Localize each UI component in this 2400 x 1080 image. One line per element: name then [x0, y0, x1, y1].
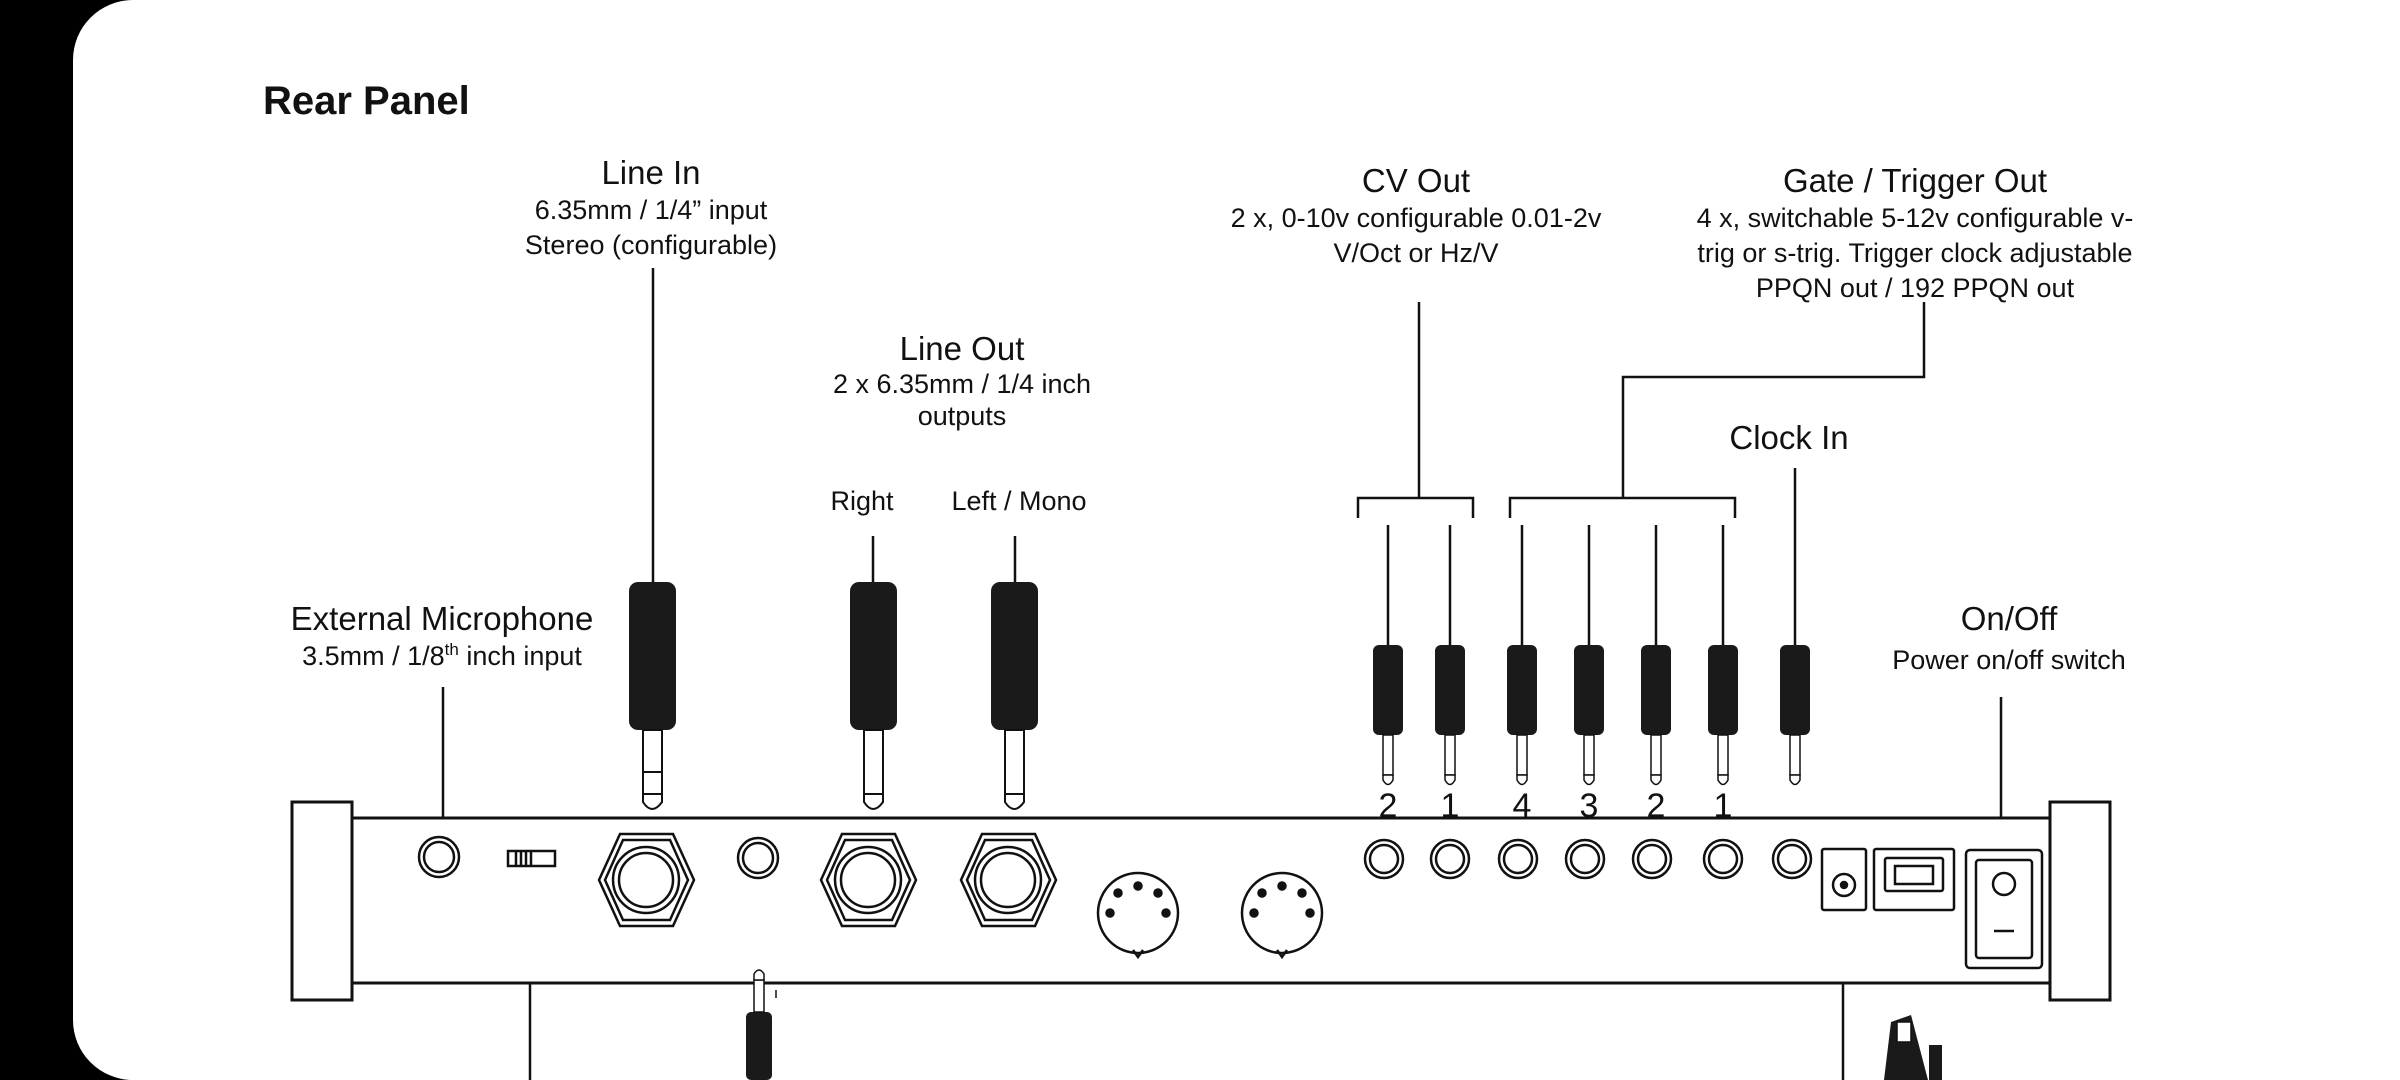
cv-jack-1	[1429, 838, 1471, 880]
mini-plugs	[1373, 645, 1810, 786]
line-out-desc-2: outputs	[918, 401, 1007, 431]
gate-number-c: 2	[1647, 787, 1666, 825]
gate-out-desc-2: trig or s-trig. Trigger clock adjustable	[1697, 238, 2132, 268]
gate-number-d: 1	[1714, 787, 1733, 825]
line-out-title: Line Out	[900, 330, 1025, 367]
ext-mic-jack	[417, 835, 461, 879]
cv-out-desc-2: V/Oct or Hz/V	[1333, 238, 1498, 268]
gate-jack-2	[1631, 838, 1673, 880]
label-external-microphone: External Microphone 3.5mm / 1/8th inch i…	[291, 600, 594, 671]
leader-lines	[441, 268, 2003, 1080]
line-out-right-plug	[850, 582, 897, 810]
stereo-mono-switch	[506, 849, 557, 868]
diagram-title: Rear Panel	[263, 79, 470, 123]
line-out-left-plug	[991, 582, 1038, 810]
line-in-title: Line In	[601, 154, 700, 191]
cv-number-b: 1	[1441, 787, 1460, 825]
gate-jack-4	[1497, 838, 1539, 880]
label-on-off: On/Off Power on/off switch	[1892, 600, 2126, 675]
gate-number-b: 3	[1580, 787, 1599, 825]
midi-port-2	[1240, 871, 1324, 960]
bottom-fragments	[746, 969, 1942, 1080]
gate-plug-3	[1574, 645, 1604, 786]
line-out-right-jack	[819, 832, 918, 928]
cv-out-bracket	[1356, 496, 1475, 518]
line-out-left-label: Left / Mono	[951, 486, 1086, 516]
gate-plug-2	[1641, 645, 1671, 786]
line-in-jack	[597, 832, 696, 928]
usb-port	[1872, 847, 1956, 912]
label-line-out: Line Out 2 x 6.35mm / 1/4 inch outputs R…	[830, 330, 1091, 516]
midi-port-1	[1096, 871, 1180, 960]
chassis-body	[350, 816, 2052, 985]
cv-plug-2	[1373, 645, 1403, 786]
cv-out-title: CV Out	[1362, 162, 1470, 199]
ext-mic-desc: 3.5mm / 1/8th inch input	[302, 640, 582, 671]
power-rocker-switch	[1964, 848, 2044, 970]
cv-plug-1	[1435, 645, 1465, 786]
cv-jack-2	[1363, 838, 1405, 880]
cv-out-desc-1: 2 x, 0-10v configurable 0.01-2v	[1231, 203, 1602, 233]
right-rack-ear	[2048, 800, 2112, 1002]
gate-out-desc-1: 4 x, switchable 5-12v configurable v-	[1697, 203, 2134, 233]
clock-in-plug	[1780, 645, 1810, 786]
on-off-title: On/Off	[1961, 600, 2058, 637]
aux-jack	[736, 836, 780, 880]
dc-power-jack	[1820, 847, 1868, 912]
gate-out-leader	[1621, 302, 1926, 498]
left-rack-ear	[290, 800, 354, 1002]
line-in-plug	[629, 582, 676, 810]
cv-number-a: 2	[1379, 787, 1398, 825]
gate-out-bracket	[1508, 496, 1737, 518]
line-out-desc-1: 2 x 6.35mm / 1/4 inch	[833, 369, 1091, 399]
chassis	[290, 800, 2112, 1002]
jack-numbers: 2 1 4 3 2 1	[1379, 787, 1733, 825]
line-out-left-jack	[959, 832, 1058, 928]
ext-mic-title: External Microphone	[291, 600, 594, 637]
on-off-desc: Power on/off switch	[1892, 645, 2126, 675]
bottom-usb-plug-fragment	[1884, 1015, 1942, 1080]
gate-number-a: 4	[1513, 787, 1532, 825]
bottom-plug-fragment	[746, 969, 777, 1080]
panel-components	[417, 832, 2044, 970]
line-in-desc-2: Stereo (configurable)	[525, 230, 777, 260]
gate-plug-1	[1708, 645, 1738, 786]
gate-jack-3	[1564, 838, 1606, 880]
gate-plug-4	[1507, 645, 1537, 786]
line-out-right-label: Right	[830, 486, 894, 516]
label-cv-out: CV Out 2 x, 0-10v configurable 0.01-2v V…	[1231, 162, 1602, 268]
gate-jack-1	[1702, 838, 1744, 880]
gate-out-desc-3: PPQN out / 192 PPQN out	[1756, 273, 2075, 303]
clock-in-title: Clock In	[1729, 419, 1848, 456]
gate-out-title: Gate / Trigger Out	[1783, 162, 2047, 199]
clock-in-jack	[1771, 838, 1813, 880]
label-gate-trigger-out: Gate / Trigger Out 4 x, switchable 5-12v…	[1697, 162, 2134, 303]
line-in-desc-1: 6.35mm / 1/4” input	[535, 195, 768, 225]
label-line-in: Line In 6.35mm / 1/4” input Stereo (conf…	[525, 154, 777, 260]
